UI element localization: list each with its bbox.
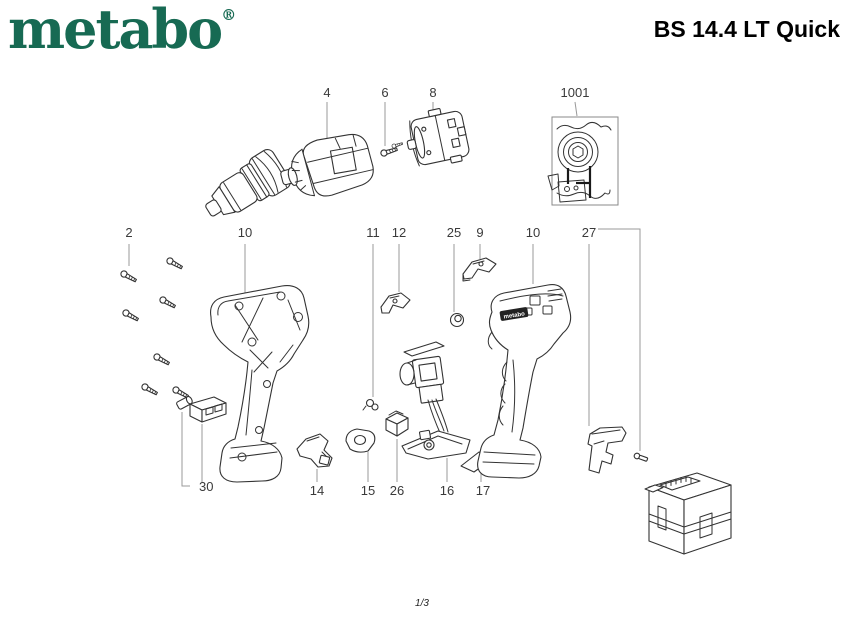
brand-wordmark: metabo <box>8 0 223 61</box>
callout-inset-kit: 1001 <box>561 85 590 100</box>
page-header: metabo® BS 14.4 LT Quick <box>0 0 849 64</box>
callout-motor: 8 <box>429 85 436 100</box>
callout-housing-left: 10 <box>238 225 252 240</box>
trigger-14-drawing <box>296 433 333 468</box>
callout-pin: 11 <box>366 225 380 240</box>
callout-gearbox: 4 <box>323 85 330 100</box>
gearbox-drawing <box>280 133 374 197</box>
callout-switch: 16 <box>440 483 454 498</box>
page-number: 1/3 <box>415 598 429 609</box>
inset-1001-box <box>547 116 619 206</box>
bracket-12-drawing <box>380 292 411 314</box>
callout-housing-right: 10 <box>526 225 540 240</box>
nut-25-drawing <box>449 312 465 328</box>
callout-nut: 25 <box>447 225 461 240</box>
latch-9-drawing <box>462 257 497 282</box>
leader-lines <box>128 101 641 487</box>
hook-screw-drawing <box>633 452 649 462</box>
pin-11-drawing <box>362 398 379 411</box>
model-title: BS 14.4 LT Quick <box>653 16 840 42</box>
battery-pack-drawing <box>644 472 732 555</box>
callout-slider: 15 <box>361 483 375 498</box>
chuck-drawing <box>205 149 291 217</box>
block-26-drawing <box>385 410 409 437</box>
callout-contact-module: 30 <box>199 479 213 494</box>
housing-left-drawing <box>210 285 310 483</box>
gearbox-screws-drawing <box>379 141 404 158</box>
callout-label-sticker: 17 <box>476 483 490 498</box>
belt-hook-drawing <box>587 426 627 474</box>
callout-trigger: 14 <box>310 483 324 498</box>
callout-latch: 9 <box>476 225 483 240</box>
metabo-logo: metabo® <box>8 2 236 56</box>
callout-housing-screws: 2 <box>125 225 132 240</box>
callout-bracket: 12 <box>392 225 406 240</box>
housing-right-drawing: metabo <box>477 284 572 479</box>
contact-module-drawing <box>176 395 227 423</box>
housing-screws-drawing <box>119 256 190 400</box>
callout-belt-hook: 27 <box>582 225 596 240</box>
switch-16-drawing <box>399 341 471 460</box>
callout-gearbox-screws: 6 <box>381 85 388 100</box>
motor-drawing <box>406 108 470 167</box>
callout-block: 26 <box>390 483 404 498</box>
slider-15-drawing <box>345 428 376 453</box>
housing-brand-badge: metabo <box>503 311 525 320</box>
registered-trademark-icon: ® <box>221 6 237 24</box>
